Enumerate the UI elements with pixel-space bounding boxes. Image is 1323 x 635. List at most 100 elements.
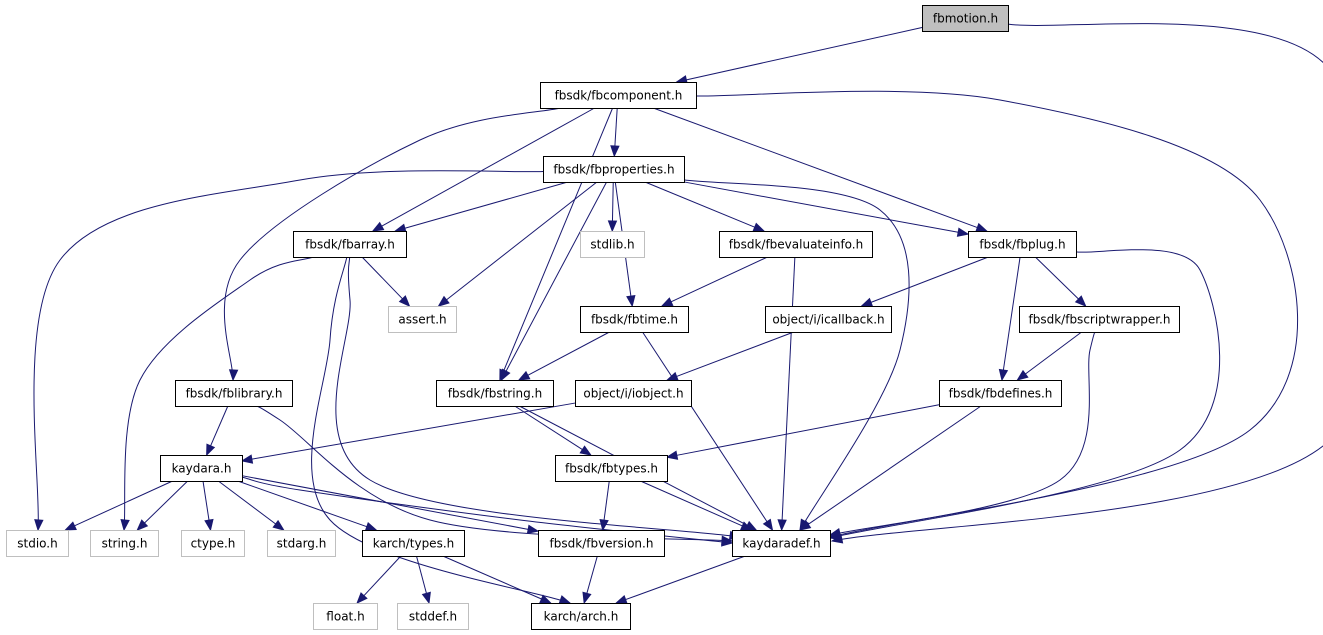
node-fbcomponent[interactable]: fbsdk/fbcomponent.h [540, 82, 697, 109]
edge-fbplug-to-fbscriptwrapper [1035, 256, 1087, 307]
edge-fbtime-to-fbstring [517, 331, 610, 381]
arrowhead [582, 591, 592, 605]
edge-line [74, 480, 173, 527]
edge-fbarray-to-assert [361, 256, 411, 307]
edge-line [807, 405, 982, 525]
node-string: string.h [90, 530, 159, 557]
node-box [765, 306, 892, 333]
node-label: fbsdk/fbversion.h [550, 537, 654, 551]
node-box [719, 231, 873, 258]
node-label: fbsdk/fbscriptwrapper.h [1029, 313, 1171, 327]
node-fbplug[interactable]: fbsdk/fbplug.h [968, 231, 1077, 258]
edge-fbproperties-to-stdlib [607, 181, 618, 233]
edge-line [1035, 256, 1079, 300]
edge-kaydara-to-string [136, 480, 189, 531]
node-label: fbsdk/fbtime.h [591, 313, 678, 327]
node-karchtypes[interactable]: karch/types.h [362, 530, 465, 557]
edge-line [218, 480, 276, 525]
node-fbscriptwrapper[interactable]: fbsdk/fbscriptwrapper.h [1019, 306, 1180, 333]
arrowhead [539, 594, 552, 604]
node-fbtypes[interactable]: fbsdk/fbtypes.h [555, 455, 668, 482]
edge-line [676, 331, 794, 377]
node-fbevaluateinfo[interactable]: fbsdk/fbevaluateinfo.h [719, 231, 873, 258]
arrowhead [364, 522, 378, 531]
edge-line [251, 402, 576, 460]
edge-line [829, 249, 1221, 539]
arrowhead [240, 454, 254, 464]
node-fbtime[interactable]: fbsdk/fbtime.h [580, 306, 689, 333]
arrowhead [860, 297, 874, 307]
node-fbversion[interactable]: fbsdk/fbversion.h [538, 530, 665, 557]
node-box [543, 156, 685, 183]
edge-fbcomponent-to-fblibrary [223, 107, 561, 382]
header-file-nodes: fbmotion.h fbsdk/fbcomponent.h fbsdk/fbpro… [6, 5, 1180, 630]
edge-fbscriptwrapper-to-fbdefines [1016, 331, 1082, 381]
arrowhead [607, 220, 618, 233]
arrowhead [500, 368, 511, 382]
edge-fbproperties-to-fbstring [500, 181, 608, 382]
arrowhead [421, 591, 431, 605]
node-label: assert.h [398, 313, 446, 327]
node-icallback[interactable]: object/i/icallback.h [765, 306, 892, 333]
node-box [388, 306, 457, 333]
arrowhead [272, 519, 285, 531]
arrowhead [1074, 295, 1087, 307]
node-box [968, 231, 1077, 258]
node-fbproperties[interactable]: fbsdk/fbproperties.h [543, 156, 685, 183]
edge-line [1025, 331, 1082, 375]
node-box [922, 5, 1009, 32]
arrowhead [120, 519, 130, 532]
edge-fbversion-to-karcharch [582, 555, 598, 605]
node-karcharch[interactable]: karch/arch.h [531, 603, 631, 630]
node-label: kaydara.h [172, 462, 232, 476]
arrowhead [828, 527, 842, 538]
edge-line [361, 256, 403, 300]
arrowhead [798, 520, 812, 531]
edge-kaydara-to-karchtypes [237, 480, 378, 531]
arrowhead [437, 295, 450, 307]
node-box [181, 530, 245, 557]
edge-line [695, 90, 1299, 538]
node-box [436, 380, 554, 407]
edge-fbproperties-to-fbevaluateinfo [644, 181, 766, 232]
edge-line [676, 404, 940, 456]
arrowhead [762, 518, 774, 532]
edge-fbtypes-to-kaydaradef [640, 480, 753, 531]
edge-fbproperties-to-assert [437, 181, 598, 307]
node-label: fbsdk/fbtypes.h [565, 462, 658, 476]
arrowhead [956, 227, 970, 237]
node-iobject[interactable]: object/i/iobject.h [575, 380, 692, 407]
edge-line [446, 181, 598, 301]
node-label: fbmotion.h [933, 12, 998, 26]
edge-line [415, 555, 427, 594]
edge-fbdefines-to-fbtypes [665, 404, 940, 460]
node-fbdefines[interactable]: fbsdk/fbdefines.h [939, 380, 1062, 407]
edge-line [653, 107, 978, 229]
edge-fbscriptwrapper-to-kaydaradef [828, 331, 1096, 538]
arrowhead [206, 443, 216, 457]
arrowhead [579, 445, 592, 456]
edge-fbmotion-to-fbcomponent [675, 27, 923, 85]
node-label: float.h [326, 610, 364, 624]
node-kaydara[interactable]: kaydara.h [160, 455, 243, 482]
node-label: kaydaradef.h [742, 537, 820, 551]
node-kaydaradef[interactable]: kaydaradef.h [732, 530, 831, 557]
node-fbstring[interactable]: fbsdk/fbstring.h [436, 380, 554, 407]
arrowhead [204, 518, 214, 532]
edge-line [503, 107, 614, 371]
arrowhead [228, 369, 239, 382]
node-fbmotion[interactable]: fbmotion.h [922, 5, 1009, 32]
node-label: fbsdk/fbevaluateinfo.h [729, 238, 863, 252]
edge-line [611, 181, 614, 222]
arrowhead [660, 297, 674, 307]
node-box [175, 380, 293, 407]
node-box [580, 231, 645, 258]
arrowhead [398, 295, 411, 307]
node-label: karch/arch.h [544, 610, 619, 624]
node-stdio: stdio.h [6, 530, 69, 557]
edge-line [527, 331, 610, 376]
node-fblibrary[interactable]: fbsdk/fblibrary.h [175, 380, 293, 407]
node-fbarray[interactable]: fbsdk/fbarray.h [293, 231, 407, 258]
arrowhead [64, 521, 77, 531]
